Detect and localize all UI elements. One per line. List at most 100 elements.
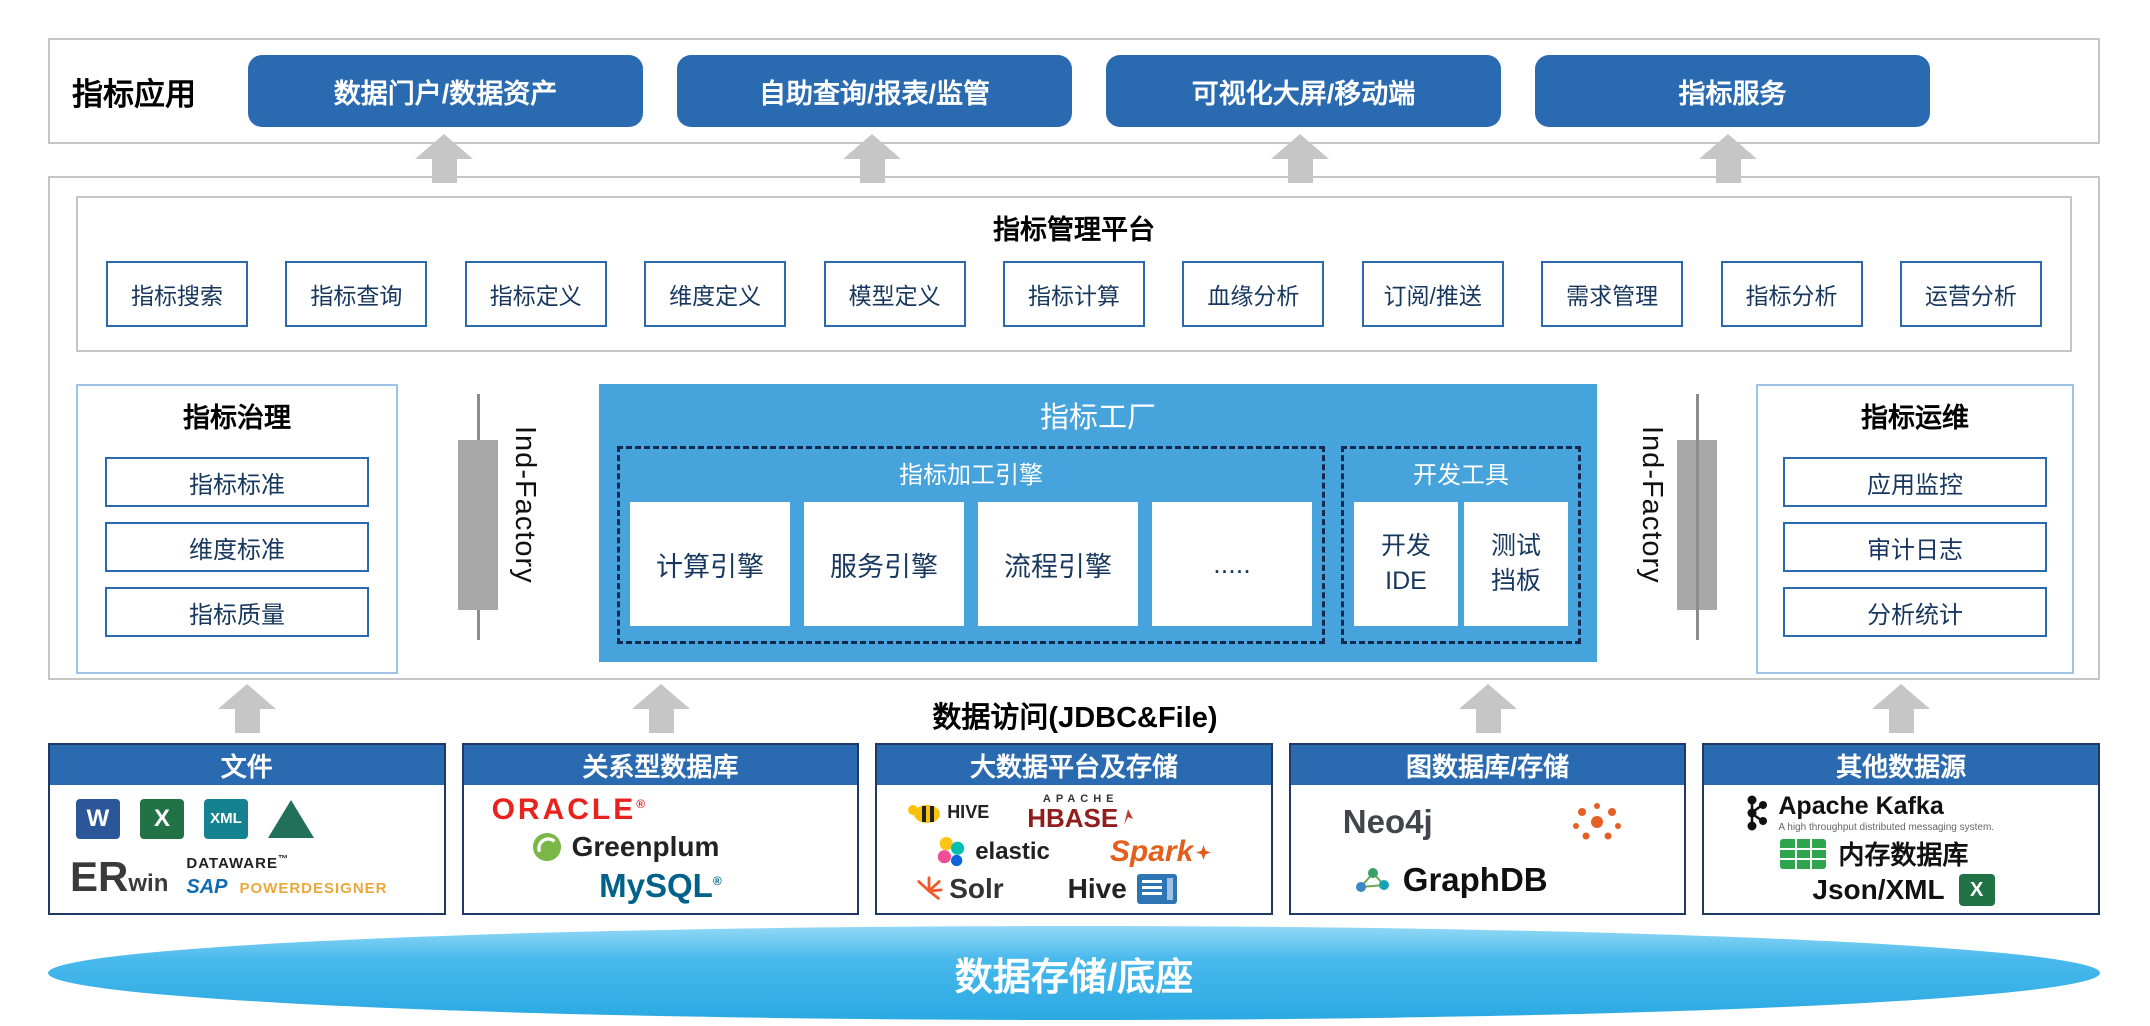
platform-title: 指标管理平台 [993, 215, 1155, 245]
platform-box: 指标管理平台 指标搜索 指标查询 指标定义 维度定义 模型定义 指标计算 血缘分… [76, 196, 2072, 352]
sap-logo: SAP [186, 876, 228, 899]
platform-item-calculation: 指标计算 [1002, 261, 1145, 327]
platform-item-analysis: 指标分析 [1720, 261, 1863, 327]
datasource-other-body: Apache Kafka A high throughput distribut… [1704, 785, 2098, 913]
devtools-item-mock: 测试 挡板 [1464, 502, 1568, 626]
platform-item-query: 指标查询 [285, 261, 428, 327]
governance-box: 指标治理 指标标准 维度标准 指标质量 [76, 384, 398, 674]
app-button-self-query: 自助查询/报表/监管 [677, 55, 1072, 127]
data-access-label: 数据访问(JDBC&File) [932, 702, 1218, 734]
datasource-card-other: 其他数据源 Apache Kafka A high throughput dis… [1702, 743, 2100, 915]
engine-item-more: ..... [1152, 502, 1312, 626]
oracle-reg: ® [636, 797, 649, 811]
ind-factory-label-left: Ind-Factory [509, 426, 541, 584]
governance-items: 指标标准 维度标准 指标质量 [78, 457, 396, 637]
arrow-stem [1715, 159, 1741, 183]
erwin-win-text: win [128, 869, 169, 897]
arrow-stem [1888, 709, 1914, 733]
pyramid-icon [268, 799, 314, 838]
neo4j-logo: Neo4j [1342, 802, 1433, 840]
xml-icon: XML [204, 798, 248, 839]
app-section: 指标应用 数据门户/数据资产 自助查询/报表/监管 可视化大屏/移动端 指标服务 [48, 38, 2100, 144]
arrow-head [632, 684, 690, 709]
datasource-card-relational: 关系型数据库 ORACLE® Greenplum MySQL® [461, 743, 860, 915]
arrow-head [1699, 134, 1757, 159]
datasource-bigdata-title: 大数据平台及存储 [877, 745, 1271, 785]
engine-item-compute: 计算引擎 [630, 502, 790, 626]
mysql-text: MySQL [599, 867, 713, 904]
arrow-stem [431, 159, 457, 183]
up-arrow-icon [1459, 684, 1517, 733]
elastic-text: elastic [975, 838, 1050, 865]
datasource-graph-body: Neo4j GraphDB [1291, 785, 1685, 913]
up-arrow-icon [1872, 684, 1930, 733]
up-arrow-icon [1699, 134, 1757, 183]
up-arrow-icon [415, 134, 473, 183]
arrow-stem [234, 709, 260, 733]
platform-item-subscribe: 订阅/推送 [1361, 261, 1504, 327]
platform-item-dimension: 维度定义 [644, 261, 787, 327]
engine-group: 指标加工引擎 计算引擎 服务引擎 流程引擎 ..... [617, 446, 1325, 644]
graphdb-logo: GraphDB [1402, 860, 1548, 898]
arrow-stem [1287, 159, 1313, 183]
datasource-files-body: W X XML ERwin DATAWARE™ SAP POWERDESIGNE… [50, 785, 444, 913]
engine-item-process: 流程引擎 [978, 502, 1138, 626]
ops-item-statistics: 分析统计 [1783, 587, 2047, 637]
hbase-spark-icon [1124, 809, 1134, 825]
oracle-logo: ORACLE® [492, 793, 649, 827]
excel-icon: X [140, 798, 184, 839]
ops-item-monitoring: 应用监控 [1783, 457, 2047, 507]
platform-item-definition: 指标定义 [464, 261, 607, 327]
base-disk: 数据存储/底座 [48, 926, 2100, 1020]
dataware-text: DATAWARE [186, 855, 278, 873]
excel-icon: X [1958, 874, 1995, 906]
spark-star-icon [1196, 844, 1212, 860]
kafka-logo: Apache Kafka [1778, 792, 1944, 820]
arrow-head [1872, 684, 1930, 709]
word-icon: W [76, 798, 120, 839]
solr-text: Solr [949, 873, 1004, 904]
table-grid-icon [1780, 838, 1827, 869]
hbase-apache-text: APACHE [1042, 793, 1119, 805]
ops-item-audit-log: 审计日志 [1783, 522, 2047, 572]
platform-item-operation-analysis: 运营分析 [1899, 261, 2042, 327]
ops-box: 指标运维 应用监控 审计日志 分析统计 [1756, 384, 2074, 674]
mysql-reg: ® [712, 874, 722, 888]
app-section-label: 指标应用 [72, 76, 196, 112]
kafka-subtitle: A high throughput distributed messaging … [1778, 822, 1995, 833]
dataware-tm: ™ [277, 854, 289, 866]
solr-sun-icon [917, 876, 943, 900]
greenplum-logo: Greenplum [571, 831, 720, 862]
datasource-card-graph: 图数据库/存储 Neo4j GraphDB [1288, 743, 1687, 915]
datasource-relational-body: ORACLE® Greenplum MySQL® [464, 785, 858, 913]
up-arrow-icon [843, 134, 901, 183]
up-arrow-icon [218, 684, 276, 733]
ops-title: 指标运维 [1861, 403, 1969, 433]
devtools-item-ide-line1: 开发 [1380, 532, 1431, 560]
hive-book-icon [1136, 874, 1177, 904]
datasource-files-title: 文件 [50, 745, 444, 785]
graphdb-burst-icon [1573, 802, 1622, 839]
kafka-icon [1747, 795, 1768, 830]
devtools-group: 开发工具 开发 IDE 测试 挡板 [1341, 446, 1581, 644]
app-button-data-portal: 数据门户/数据资产 [248, 55, 643, 127]
arrow-stem [648, 709, 674, 733]
factory-title: 指标工厂 [1039, 402, 1156, 434]
node-cluster-icon [1355, 867, 1389, 892]
arrow-head [1271, 134, 1329, 159]
arrow-head [415, 134, 473, 159]
arrow-head [218, 684, 276, 709]
hbase-text: HBASE [1027, 803, 1119, 833]
datasource-card-files: 文件 W X XML ERwin DATAWARE™ SAP [48, 743, 446, 915]
spark-text: Spark [1109, 835, 1194, 868]
dataware-logo: DATAWARE™ [186, 854, 387, 872]
spark-logo: Spark [1109, 835, 1212, 869]
platform-item-search: 指标搜索 [106, 261, 248, 327]
engine-item-service: 服务引擎 [804, 502, 964, 626]
app-button-visualization: 可视化大屏/移动端 [1106, 55, 1501, 127]
hive-text: HIVE [947, 801, 990, 822]
powerdesigner-logo: POWERDESIGNER [239, 880, 388, 898]
platform-items: 指标搜索 指标查询 指标定义 维度定义 模型定义 指标计算 血缘分析 订阅/推送… [78, 261, 2070, 327]
arrow-stem [1475, 709, 1501, 733]
